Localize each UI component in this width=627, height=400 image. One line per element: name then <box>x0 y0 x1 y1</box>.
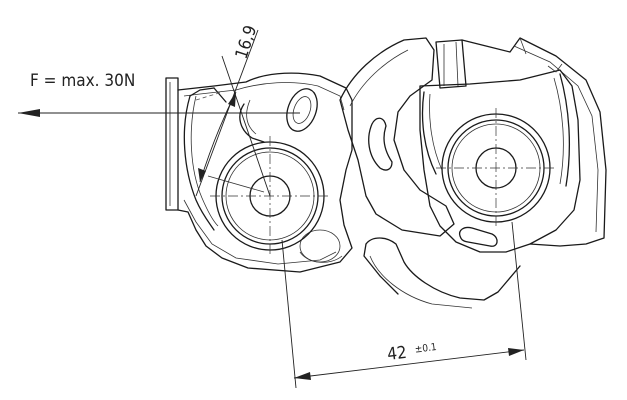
angle-value-label: 16,9 <box>232 23 262 62</box>
angle-dimension <box>195 29 271 197</box>
left-spring <box>183 87 227 231</box>
distance-label: 42 ±0.1 <box>386 342 437 365</box>
construction-lines <box>195 91 265 193</box>
right-housing <box>419 37 607 253</box>
left-roller <box>210 136 330 256</box>
center-latch <box>339 37 521 309</box>
distance-value-label: 42 <box>386 343 408 365</box>
right-roller <box>436 108 556 228</box>
force-arrow <box>18 109 300 117</box>
right-spring <box>421 73 571 187</box>
distance-dimension <box>281 221 527 389</box>
force-label: F = max. 30N <box>30 71 135 91</box>
distance-tolerance-label: ±0.1 <box>414 342 437 356</box>
